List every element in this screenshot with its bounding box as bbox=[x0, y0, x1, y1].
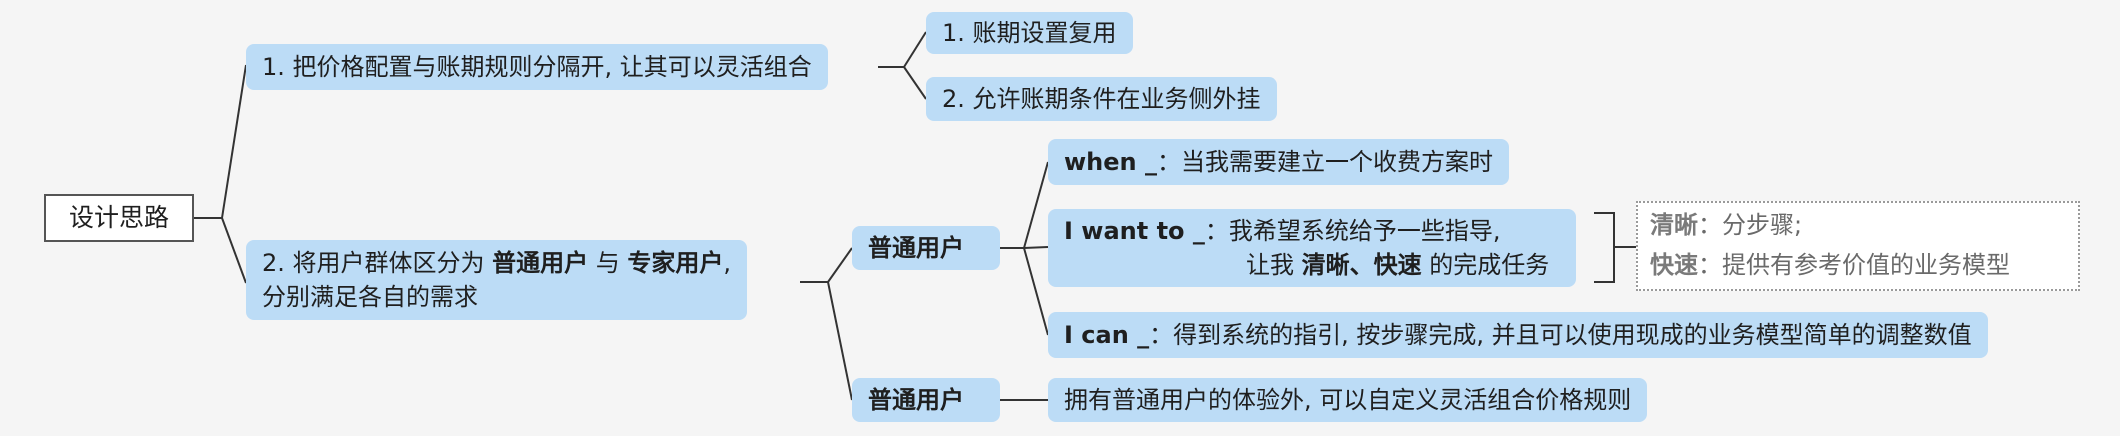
group-1-node[interactable]: 普通用户 bbox=[852, 226, 1000, 270]
root-node[interactable]: 设计思路 bbox=[44, 194, 194, 242]
story-when-node[interactable]: when _：当我需要建立一个收费方案时 bbox=[1048, 139, 1509, 185]
story-want-line-1: I want to _：我希望系统给予一些指导, bbox=[1064, 217, 1501, 245]
group-2-node[interactable]: 普通用户 bbox=[852, 378, 1000, 422]
branch-1-child-2-node[interactable]: 2. 允许账期条件在业务侧外挂 bbox=[926, 77, 1277, 121]
branch-1-label: 1. 把价格配置与账期规则分隔开, 让其可以灵活组合 bbox=[262, 53, 812, 81]
branch-2-line-1: 2. 将用户群体区分为 普通用户 与 专家用户, bbox=[262, 249, 732, 277]
branch-1-child-1-node[interactable]: 1. 账期设置复用 bbox=[926, 12, 1133, 54]
branch-1-child-2-label: 2. 允许账期条件在业务侧外挂 bbox=[942, 85, 1261, 113]
story-want-line-2: 让我 清晰、快速 的完成任务 bbox=[1246, 251, 1550, 279]
story-expert-text: 拥有普通用户的体验外, 可以自定义灵活组合价格规则 bbox=[1064, 386, 1632, 414]
story-can-key: I can _ bbox=[1064, 321, 1150, 349]
story-when-text: ：当我需要建立一个收费方案时 bbox=[1156, 148, 1493, 176]
story-can-node[interactable]: I can _：得到系统的指引, 按步骤完成, 并且可以使用现成的业务模型简单的… bbox=[1048, 312, 1988, 358]
story-want-node[interactable]: I want to _：我希望系统给予一些指导, 让我 清晰、快速 的完成任务 bbox=[1048, 209, 1576, 287]
root-label: 设计思路 bbox=[68, 203, 169, 232]
note-line-2: 快速：提供有参考价值的业务模型 bbox=[1650, 251, 2010, 279]
note-key-fast: 快速 bbox=[1650, 251, 1698, 279]
note-key-clear: 清晰 bbox=[1650, 211, 1698, 239]
em-clear: 清晰 bbox=[1301, 251, 1350, 279]
story-expert-node[interactable]: 拥有普通用户的体验外, 可以自定义灵活组合价格规则 bbox=[1048, 378, 1648, 422]
em-expert-user: 专家用户 bbox=[627, 249, 724, 277]
em-fast: 快速 bbox=[1373, 251, 1422, 279]
branch-1-node[interactable]: 1. 把价格配置与账期规则分隔开, 让其可以灵活组合 bbox=[246, 44, 828, 90]
em-normal-user: 普通用户 bbox=[492, 249, 589, 277]
story-can-text: ：得到系统的指引, 按步骤完成, 并且可以使用现成的业务模型简单的调整数值 bbox=[1149, 321, 1972, 349]
branch-2-node[interactable]: 2. 将用户群体区分为 普通用户 与 专家用户, 分别满足各自的需求 bbox=[246, 240, 748, 320]
story-want-key: I want to _ bbox=[1064, 217, 1205, 245]
summary-note[interactable]: 清晰：分步骤; 快速：提供有参考价值的业务模型 bbox=[1636, 201, 2080, 291]
branch-1-child-1-label: 1. 账期设置复用 bbox=[942, 19, 1117, 47]
group-2-label: 普通用户 bbox=[868, 386, 964, 414]
note-line-1: 清晰：分步骤; bbox=[1650, 211, 1803, 239]
story-when-key: when _ bbox=[1064, 148, 1157, 176]
group-1-label: 普通用户 bbox=[868, 234, 964, 262]
branch-2-line-2: 分别满足各自的需求 bbox=[262, 283, 478, 311]
